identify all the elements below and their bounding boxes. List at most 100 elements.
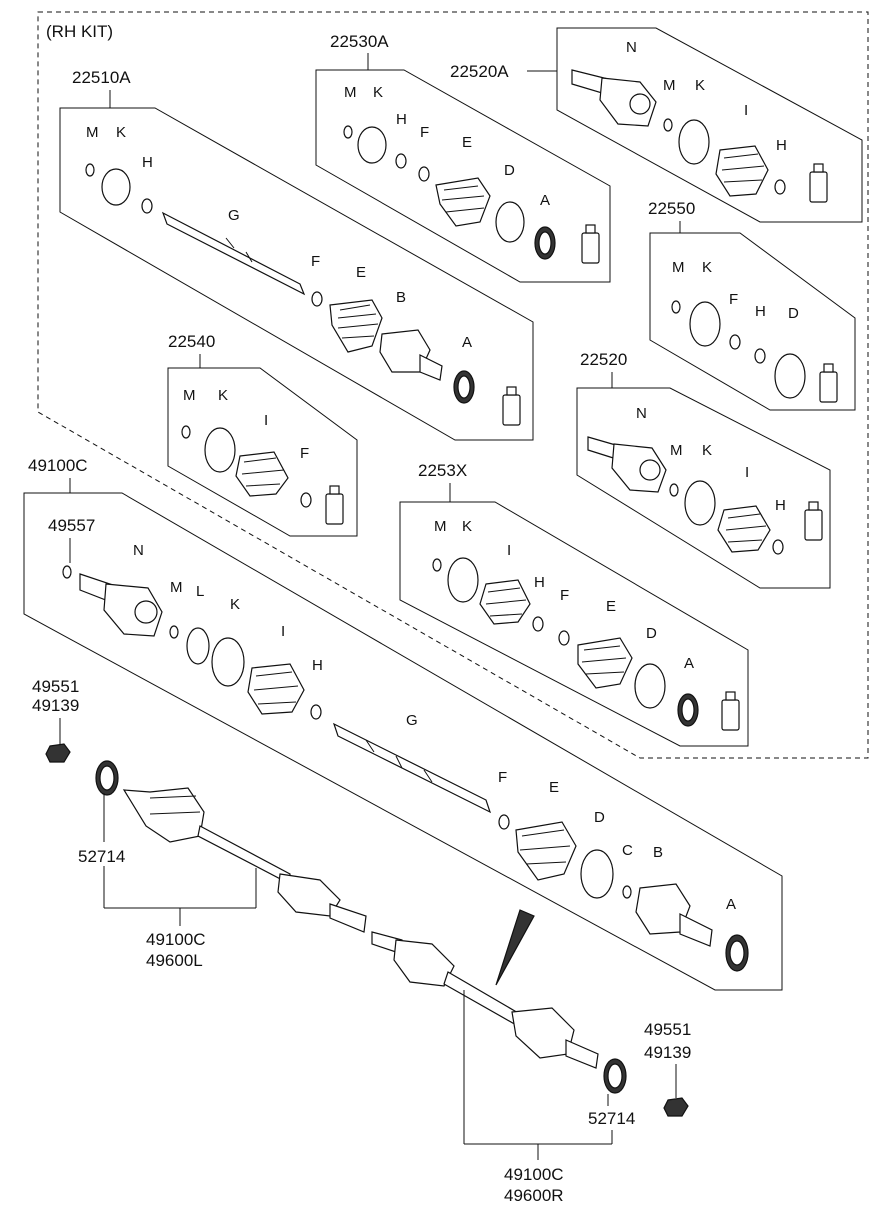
clamp	[774, 179, 786, 195]
letter-h: H	[776, 137, 787, 154]
clamp	[729, 334, 741, 350]
letter-a: A	[726, 896, 736, 913]
circlip	[669, 483, 679, 497]
letter-g: G	[228, 207, 240, 224]
pointer-wedge	[495, 909, 535, 986]
letter-h: H	[312, 657, 323, 674]
letter-m: M	[86, 124, 99, 141]
part-49600L-label: 49600L	[146, 951, 203, 970]
rh-kit-label: (RH KIT)	[46, 22, 113, 41]
clamp	[532, 616, 544, 632]
tripod	[134, 600, 158, 624]
inner-stub	[329, 903, 367, 933]
letter-e: E	[356, 264, 366, 281]
kit-2253X-label: 2253X	[418, 461, 467, 480]
snap-ring	[62, 565, 72, 579]
outer-cv-joint	[511, 1007, 575, 1059]
clamp	[418, 166, 430, 182]
letter-g: G	[406, 712, 418, 729]
letter-k: K	[702, 259, 712, 276]
kit-22510A-label: 22510A	[72, 68, 131, 87]
letter-i: I	[507, 542, 511, 559]
kit-22520A-box	[556, 27, 863, 223]
grease-cap	[329, 485, 340, 495]
axle-nut	[45, 743, 71, 763]
letter-c: C	[622, 842, 633, 859]
axle-nut	[663, 1097, 689, 1117]
axle-shaft	[197, 825, 291, 885]
clamp-band	[678, 119, 710, 165]
grease-cap	[725, 691, 736, 701]
spline-stub	[679, 913, 713, 947]
grease-tube	[721, 699, 740, 731]
letter-f: F	[498, 769, 507, 786]
o-ring	[186, 627, 210, 665]
kit-22520A-label: 22520A	[450, 62, 509, 81]
letter-a: A	[462, 334, 472, 351]
kit-22510A-box	[59, 107, 534, 441]
letter-d: D	[594, 809, 605, 826]
clamp	[395, 153, 407, 169]
letter-i: I	[281, 623, 285, 640]
boot	[435, 177, 491, 227]
letter-m: M	[344, 84, 357, 101]
letter-f: F	[729, 291, 738, 308]
kit-22550-box	[649, 232, 856, 411]
letter-f: F	[560, 587, 569, 604]
part-49100C-right-label: 49100C	[504, 1165, 564, 1184]
kit-22530A-label: 22530A	[330, 32, 389, 51]
boot	[247, 663, 305, 715]
clamp	[310, 704, 322, 720]
letter-h: H	[534, 574, 545, 591]
grease-tube	[809, 171, 828, 203]
letter-m: M	[663, 77, 676, 94]
letter-k: K	[462, 518, 472, 535]
clamp-band	[447, 557, 479, 603]
clamp-band	[684, 480, 716, 526]
grease-cap	[585, 224, 596, 234]
letter-a: A	[540, 192, 550, 209]
spline-stub	[565, 1039, 599, 1069]
letter-e: E	[462, 134, 472, 151]
boot	[715, 145, 769, 197]
letter-l: L	[196, 583, 204, 600]
boot	[577, 637, 633, 689]
tone-ring-inner	[457, 375, 471, 399]
clamp-band	[774, 353, 806, 399]
part-49139-left-label: 49139	[32, 696, 79, 715]
kit-49100C-label: 49100C	[28, 456, 88, 475]
grease-cap	[506, 386, 517, 396]
part-49139-right-label: 49139	[644, 1043, 691, 1062]
grease-cap	[823, 363, 834, 373]
letter-a: A	[684, 655, 694, 672]
letter-m: M	[170, 579, 183, 596]
letter-h: H	[755, 303, 766, 320]
circlip	[671, 300, 681, 314]
part-52714-right-label: 52714	[588, 1109, 635, 1128]
grease-tube	[804, 509, 823, 541]
letter-b: B	[653, 844, 663, 861]
tone-ring-inner	[607, 1063, 623, 1089]
kit-22550-label: 22550	[648, 199, 695, 218]
circlip	[169, 625, 179, 639]
clamp-band	[211, 637, 245, 687]
clamp-band	[689, 301, 721, 347]
kit-22520-box	[576, 387, 831, 589]
rh-kit-boundary	[37, 11, 869, 759]
part-49600R-label: 49600R	[504, 1186, 564, 1205]
clamp	[754, 348, 766, 364]
grease-cap	[813, 163, 824, 173]
part-49551-left-label: 49551	[32, 677, 79, 696]
circlip	[622, 885, 632, 899]
tripod	[629, 93, 651, 115]
kit-22540-label: 22540	[168, 332, 215, 351]
letter-n: N	[636, 405, 647, 422]
clamp-band	[634, 663, 666, 709]
letter-d: D	[788, 305, 799, 322]
tone-ring-inner	[99, 765, 115, 791]
shaft	[332, 722, 492, 814]
letter-i: I	[745, 464, 749, 481]
letter-k: K	[702, 442, 712, 459]
